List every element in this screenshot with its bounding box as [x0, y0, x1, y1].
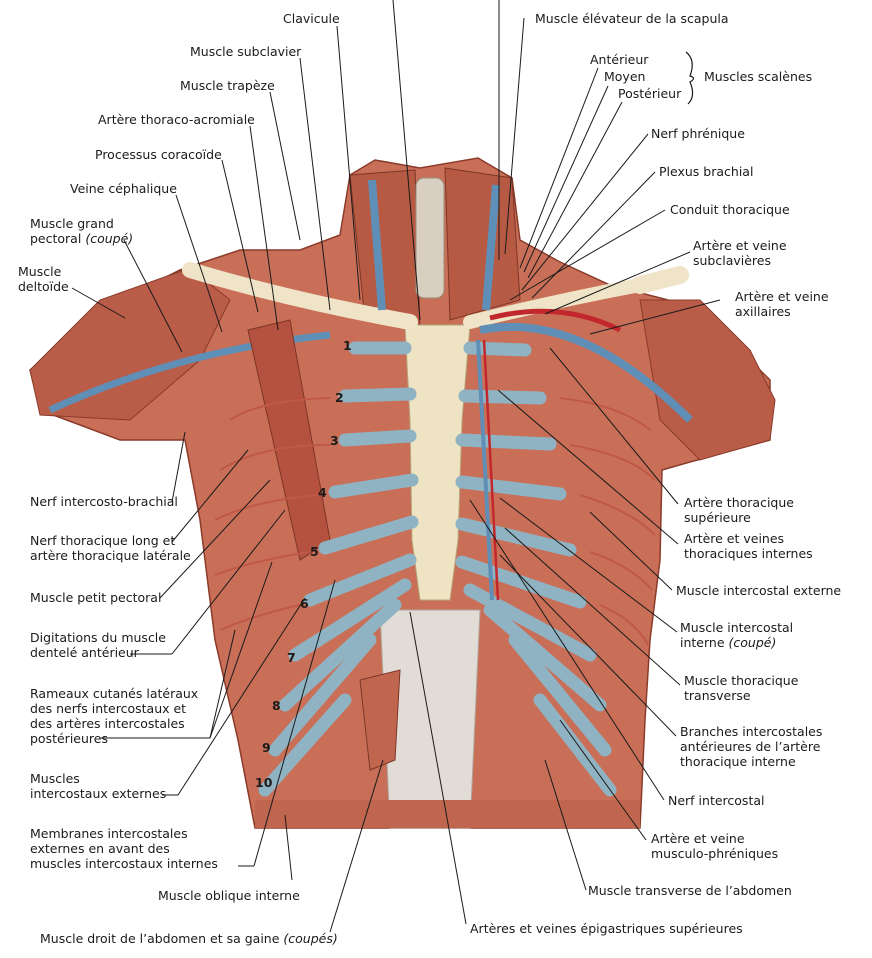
label-clavicule: Clavicule [283, 11, 340, 26]
trachea [415, 177, 445, 299]
label-thoracique-transverse: Muscle thoracique transverse [684, 673, 802, 703]
label-intercostal-externe: Muscle intercostal externe [676, 583, 841, 598]
rib-number: 9 [262, 740, 271, 755]
rib-number: 8 [272, 698, 281, 713]
labels-right: Muscle élévateur de la scapula Antérieur… [470, 11, 841, 936]
label-deltoide: Muscle deltoïde [18, 264, 69, 294]
label-grand-pectoral: Muscle grand pectoral(coupé) [30, 216, 133, 246]
costal-cartilages-right [455, 341, 617, 797]
label-subclavieres: Artère et veine subclavières [693, 238, 791, 268]
rib-number: 6 [300, 596, 309, 611]
label-membranes-intercostales: Membranes intercostales externes en avan… [30, 826, 218, 871]
rib-number: 5 [310, 544, 319, 559]
label-rameaux-cutanes: Rameaux cutanés latéraux des nerfs inter… [30, 686, 202, 746]
label-nerf-phrenique: Nerf phrénique [651, 126, 745, 141]
jugular-right [482, 184, 500, 311]
rib-number: 7 [287, 650, 296, 665]
deltoid-left [29, 267, 231, 421]
coracoid-right [631, 266, 689, 294]
internal-thoracic-artery [482, 339, 500, 601]
label-nerf-intercostal: Nerf intercostal [668, 793, 764, 808]
label-dentele-anterieur: Digitations du muscle dentelé antérieur [30, 630, 170, 660]
label-petit-pectoral: Muscle petit pectoral [30, 590, 161, 605]
label-processus-coracoide: Processus coracoïde [95, 147, 222, 162]
clavicle-left [182, 262, 418, 330]
rib-number: 2 [335, 390, 344, 405]
rib-number: 3 [330, 433, 339, 448]
rib-numbers: 1 2 3 4 5 6 7 8 9 10 [255, 338, 352, 790]
internal-thoracic-vessels [476, 339, 494, 601]
label-nerf-intercosto-brachial: Nerf intercosto-brachial [30, 494, 178, 509]
label-plexus-brachial: Plexus brachial [659, 164, 753, 179]
label-oblique-interne: Muscle oblique interne [158, 888, 300, 903]
label-conduit-thoracique: Conduit thoracique [670, 202, 790, 217]
neck-muscles-right [444, 167, 521, 321]
scalenes-brace [685, 51, 695, 105]
label-muscles-scalenes: Muscles scalènes [704, 69, 812, 84]
rib-number: 1 [343, 338, 352, 353]
costal-cartilages-left [258, 341, 419, 797]
label-branches-intercostales: Branches intercostales antérieures de l’… [680, 724, 826, 769]
label-veine-cephalique: Veine céphalique [70, 181, 177, 196]
sternum [404, 324, 471, 601]
ribs-lateral [214, 397, 656, 646]
label-elevateur-scapula: Muscle élévateur de la scapula [535, 11, 729, 26]
rib-number: 10 [255, 775, 273, 790]
label-scalene-posterieur: Postérieur [618, 86, 682, 101]
axillary-vessels-right [479, 323, 693, 423]
label-musculo-phreniques: Artère et veine musculo-phréniques [651, 831, 778, 861]
label-intercostaux-externes: Muscles intercostaux externes [30, 771, 166, 801]
labels-left: Clavicule Muscle subclavier Muscle trapè… [18, 11, 340, 946]
label-scalene-moyen: Moyen [604, 69, 645, 84]
label-intercostal-interne: Muscle intercostal interne(coupé) [680, 620, 797, 650]
label-droit-abdomen: Muscle droit de l’abdomen et sa gaine(co… [40, 931, 338, 946]
label-artere-thoraco-acromiale: Artère thoraco-acromiale [98, 112, 255, 127]
jugular-left [368, 179, 386, 311]
label-transverse-abdomen: Muscle transverse de l’abdomen [588, 883, 792, 898]
label-axillaires: Artère et veine axillaires [735, 289, 833, 319]
label-thoraciques-internes: Artère et veines thoraciques internes [684, 531, 813, 561]
deltoid-right [639, 299, 776, 461]
label-muscle-trapeze: Muscle trapèze [180, 78, 275, 93]
subclavian-artery [489, 308, 622, 333]
lower-band [255, 800, 640, 828]
label-thoracique-superieure: Artère thoracique supérieure [684, 495, 798, 525]
label-epigastriques: Artères et veines épigastriques supérieu… [470, 921, 743, 936]
label-muscle-subclavier: Muscle subclavier [190, 44, 302, 59]
label-nerf-thoracique-long: Nerf thoracique long et artère thoraciqu… [30, 533, 191, 563]
label-scalene-anterieur: Antérieur [590, 52, 649, 67]
leader-lines [71, 0, 721, 933]
rectus-remnant [359, 669, 401, 771]
rib-number: 4 [318, 485, 327, 500]
torso-drawing [29, 157, 776, 829]
